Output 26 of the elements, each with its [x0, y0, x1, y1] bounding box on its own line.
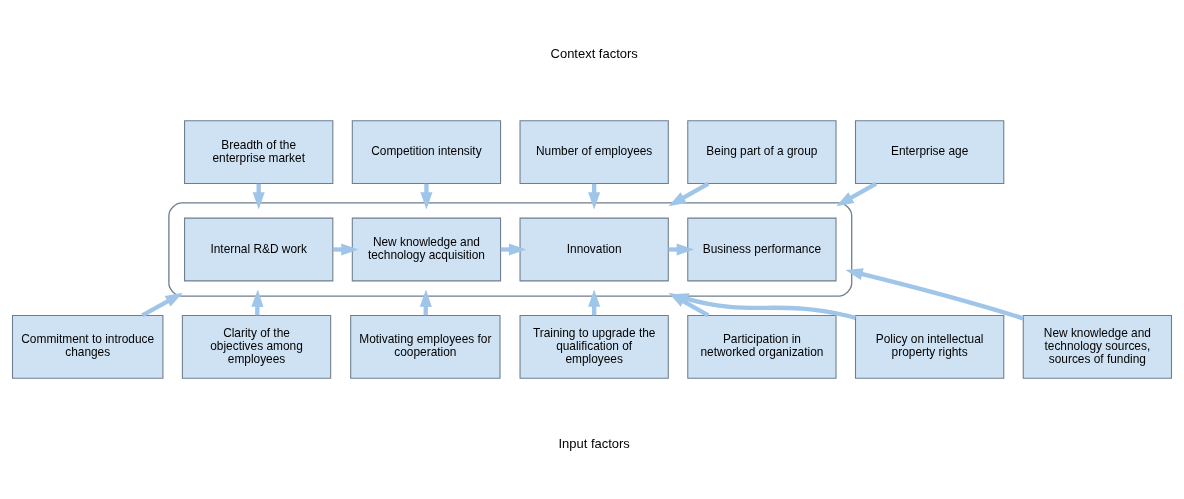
- node-box: Competition intensity: [351, 120, 502, 185]
- node-box: Being part of a group: [687, 120, 837, 185]
- node-box: Innovation: [519, 217, 669, 282]
- arrow: [333, 243, 359, 256]
- node-box: New knowledge and technology acquisition: [351, 217, 502, 282]
- label: Context factors: [550, 46, 638, 62]
- arrow: [845, 268, 1024, 321]
- label: Input factors: [558, 435, 630, 451]
- arrow: [141, 292, 183, 318]
- node-box: Internal R&D work: [184, 217, 334, 282]
- arrow: [668, 243, 695, 256]
- node-box: Clarity of the objectives among employees: [181, 314, 332, 379]
- node-box: Participation in networked organization: [687, 314, 837, 379]
- node-box: Policy on intellectual property rights: [854, 314, 1005, 379]
- node-box: New knowledge and technology sources, sources of funding: [1022, 314, 1173, 379]
- arrow: [500, 243, 527, 256]
- node-box: Business performance: [687, 217, 837, 282]
- node-box: Number of employees: [519, 120, 669, 185]
- arrow: [668, 181, 710, 207]
- node-box: Motivating employees for cooperation: [350, 314, 501, 379]
- node-box: Training to upgrade the qualification of employees: [519, 314, 669, 379]
- cluster: [168, 202, 853, 297]
- node-box: Enterprise age: [854, 120, 1005, 185]
- arrow: [836, 181, 878, 207]
- node-box: Commitment to introduce changes: [11, 314, 164, 379]
- node-box: Breadth of the enterprise market: [184, 120, 334, 185]
